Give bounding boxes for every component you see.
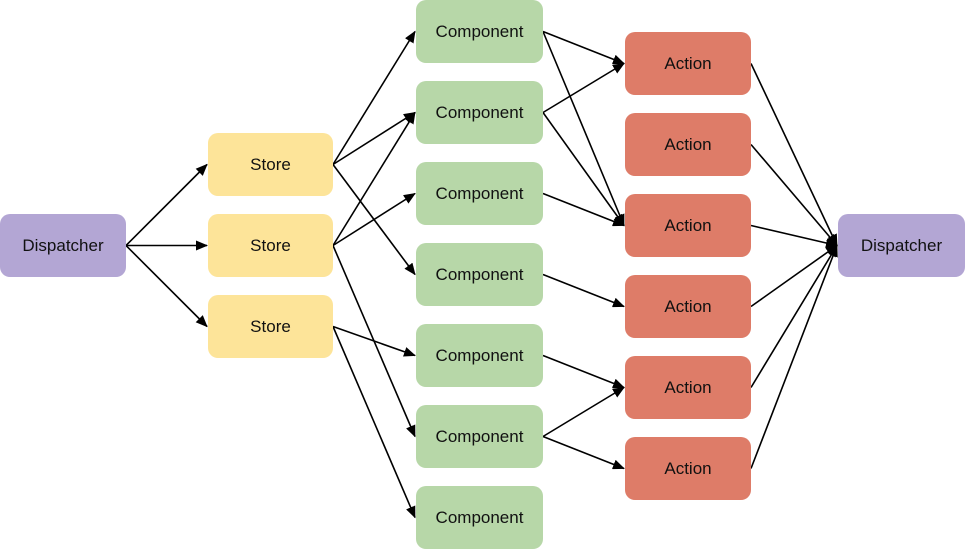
edge-s1-c2 bbox=[332, 111, 416, 166]
action-node-5: Action bbox=[625, 356, 751, 419]
edge-c5-a5 bbox=[542, 354, 625, 389]
edge-a5-d2 bbox=[750, 244, 838, 388]
action-node-2: Action bbox=[625, 113, 751, 176]
store-node-1: Store bbox=[208, 133, 333, 196]
edge-a6-d2 bbox=[750, 244, 838, 469]
edge-s2-c2 bbox=[332, 111, 416, 246]
component-node-1: Component bbox=[416, 0, 543, 63]
component-node-5: Component bbox=[416, 324, 543, 387]
edge-c1-a1 bbox=[542, 30, 625, 65]
edge-a2-d2 bbox=[750, 143, 838, 247]
edge-d1-s3 bbox=[125, 244, 208, 328]
dispatcher-target-node: Dispatcher bbox=[838, 214, 965, 277]
edge-c3-a3 bbox=[542, 192, 625, 227]
dispatcher-source-node: Dispatcher bbox=[0, 214, 126, 277]
edge-c4-a4 bbox=[542, 273, 625, 308]
component-node-7: Component bbox=[416, 486, 543, 549]
component-node-2: Component bbox=[416, 81, 543, 144]
action-node-4: Action bbox=[625, 275, 751, 338]
store-node-2: Store bbox=[208, 214, 333, 277]
edge-c2-a1 bbox=[542, 62, 625, 114]
action-node-6: Action bbox=[625, 437, 751, 500]
edge-s1-c1 bbox=[332, 30, 416, 165]
action-node-3: Action bbox=[625, 194, 751, 257]
edge-c6-a5 bbox=[542, 386, 625, 438]
component-node-6: Component bbox=[416, 405, 543, 468]
store-node-3: Store bbox=[208, 295, 333, 358]
component-node-3: Component bbox=[416, 162, 543, 225]
edge-a4-d2 bbox=[750, 244, 838, 308]
edge-a1-d2 bbox=[750, 63, 838, 247]
action-node-1: Action bbox=[625, 32, 751, 95]
edge-c2-a3 bbox=[542, 112, 625, 227]
edge-s3-c7 bbox=[332, 326, 416, 519]
component-node-4: Component bbox=[416, 243, 543, 306]
edge-c1-a3 bbox=[542, 31, 625, 227]
edge-c6-a6 bbox=[542, 435, 625, 470]
edge-s3-c5 bbox=[332, 325, 416, 357]
edge-s2-c3 bbox=[332, 192, 416, 247]
edge-d1-s1 bbox=[125, 163, 208, 247]
edge-a3-d2 bbox=[750, 224, 838, 248]
